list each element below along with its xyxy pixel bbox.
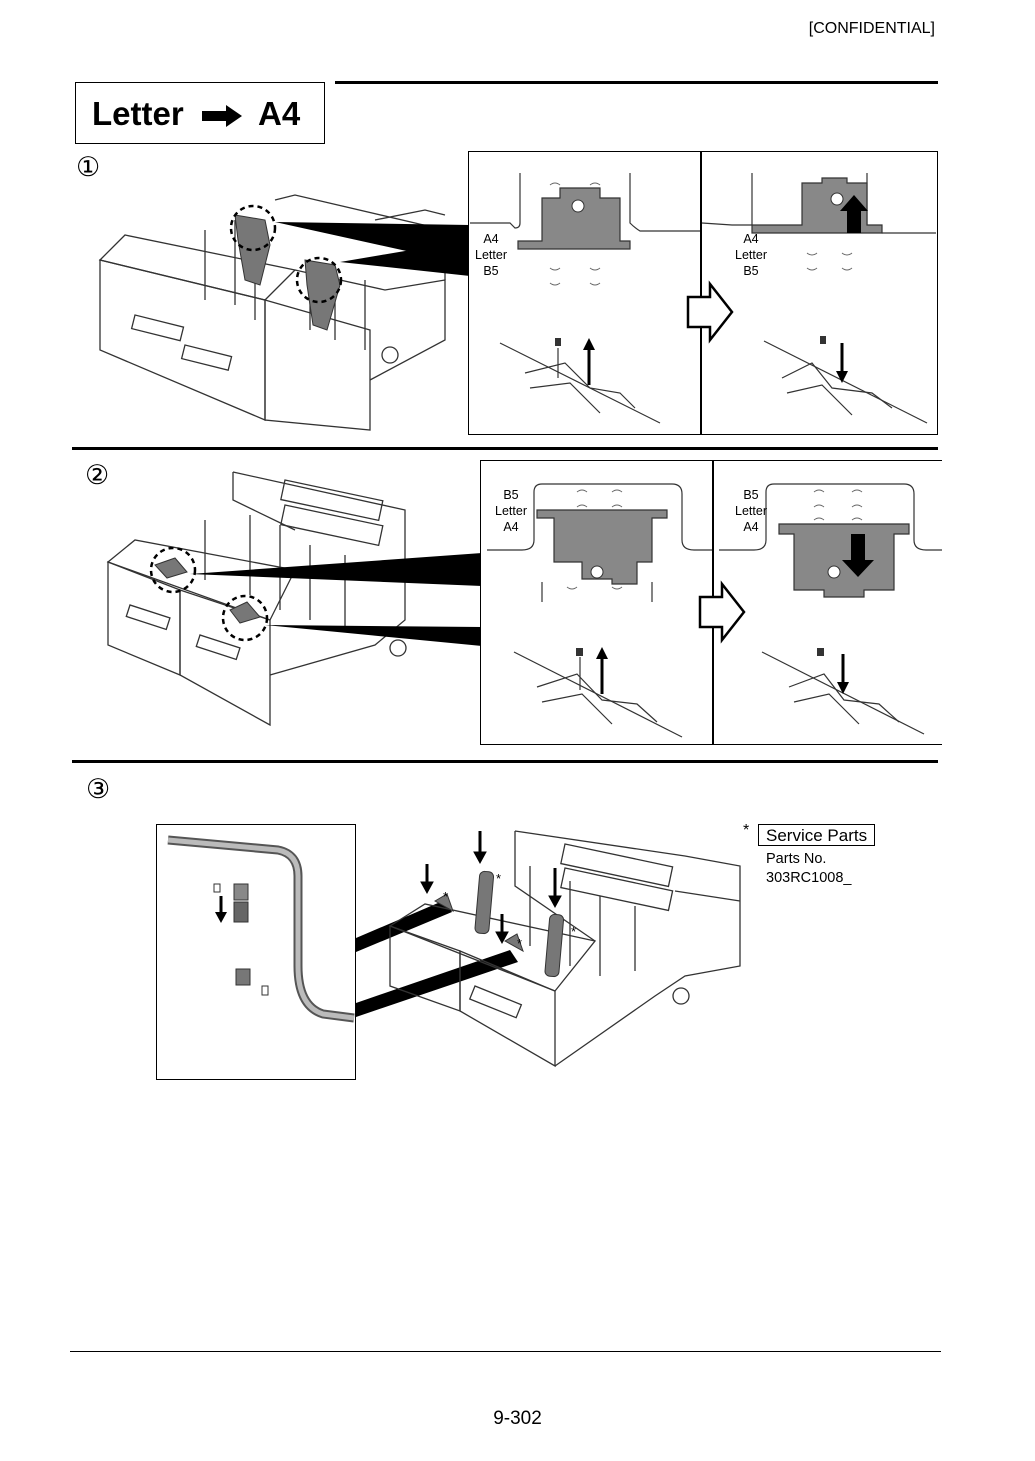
step1-left-labels: A4 Letter B5 (470, 231, 512, 279)
step3-zoom-detail (167, 835, 355, 1023)
size-label: B5 (503, 488, 519, 502)
arrow-up-icon (583, 338, 595, 385)
size-label: Letter (475, 248, 507, 262)
svg-text:*: * (443, 889, 448, 904)
tray-illustration-step1 (98, 194, 446, 431)
size-label: B5 (483, 264, 499, 278)
step-number-2: ② (85, 460, 110, 490)
size-label: A4 (743, 232, 759, 246)
parts-no-value: 303RC1008_ (766, 870, 852, 886)
svg-text:*: * (517, 936, 522, 951)
step-number-3: ③ (86, 774, 111, 804)
step1-left-detail (470, 173, 700, 424)
size-label: Letter (735, 504, 767, 518)
size-label: Letter (495, 504, 527, 518)
step2-left-labels: B5 Letter A4 (490, 487, 532, 535)
footer-rule (70, 1351, 941, 1352)
arrow-down-icon (836, 343, 848, 383)
step1-rule (72, 447, 938, 450)
dashed-circle-callout-icon (229, 204, 277, 252)
size-label: A4 (503, 520, 519, 534)
title-from: Letter (92, 95, 184, 132)
title-rule (335, 81, 938, 84)
service-parts-label: Service Parts (758, 824, 876, 846)
step2-right-detail (719, 483, 942, 735)
hollow-arrow-right-icon (698, 580, 746, 644)
page-number: 9-302 (493, 1408, 542, 1429)
title-to: A4 (258, 95, 301, 132)
service-parts-star: * (743, 822, 750, 839)
step2-right-labels: B5 Letter A4 (730, 487, 772, 535)
size-label: B5 (743, 264, 759, 278)
step2-left-detail (487, 483, 712, 738)
arrow-right-icon (202, 105, 242, 127)
size-label: A4 (483, 232, 499, 246)
step1-right-labels: A4 Letter B5 (730, 231, 772, 279)
tray-illustration-step3: * * * * (388, 830, 741, 1068)
title-box: Letter A4 (75, 82, 325, 144)
step2-rule (72, 760, 938, 763)
size-label: Letter (735, 248, 767, 262)
screw-icon (571, 199, 585, 213)
size-label: A4 (743, 520, 759, 534)
hollow-arrow-right-icon (686, 280, 734, 344)
svg-text:*: * (571, 924, 576, 939)
svg-text:*: * (496, 871, 501, 886)
step3-zoom-panel (156, 824, 356, 1080)
size-label: B5 (743, 488, 759, 502)
step1-right-detail (701, 173, 936, 424)
confidential-label: [CONFIDENTIAL] (808, 20, 935, 37)
step-number-1: ① (76, 152, 101, 182)
parts-no-label: Parts No. (766, 851, 827, 867)
parts-number-block: Parts No. 303RC1008_ (766, 850, 851, 888)
step1-panel-divider (700, 151, 702, 435)
